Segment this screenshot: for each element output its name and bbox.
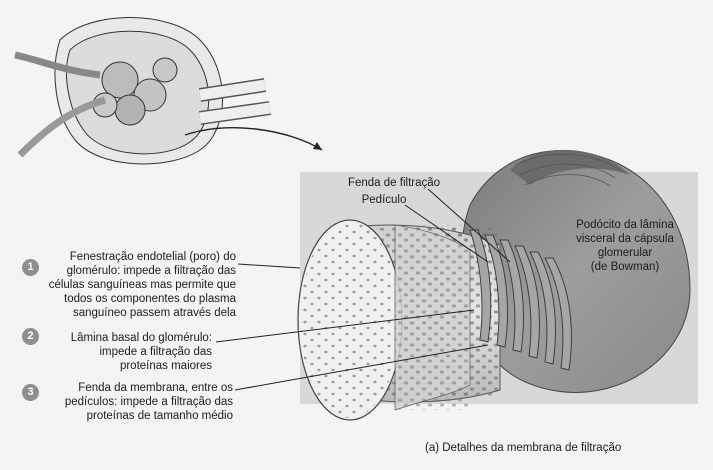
leader-lines xyxy=(215,188,511,391)
zoom-arrow xyxy=(184,127,323,151)
item-2-number: 2 xyxy=(22,328,39,345)
item-1-text: Fenestração endotelial (poro) do gloméru… xyxy=(48,251,236,319)
nephron-thumbnail xyxy=(14,17,271,165)
item-2-text: Lâmina basal do glomérulo: impede a filt… xyxy=(70,332,212,372)
item-3-text: Fenda da membrana, entre os pedículos: i… xyxy=(64,382,233,422)
label-fenda-filtracao: Fenda de filtração xyxy=(347,177,441,189)
figure-caption: (a) Detalhes da membrana de filtração xyxy=(425,442,622,454)
item-3-number: 3 xyxy=(22,384,39,401)
label-pediculo: Pedículo xyxy=(361,194,407,206)
pedicels xyxy=(469,229,572,371)
podocyte-texture xyxy=(514,153,621,187)
label-podocito: Podócito da lâmina visceral da cápsula g… xyxy=(576,219,674,273)
item-1-number: 1 xyxy=(22,259,39,276)
